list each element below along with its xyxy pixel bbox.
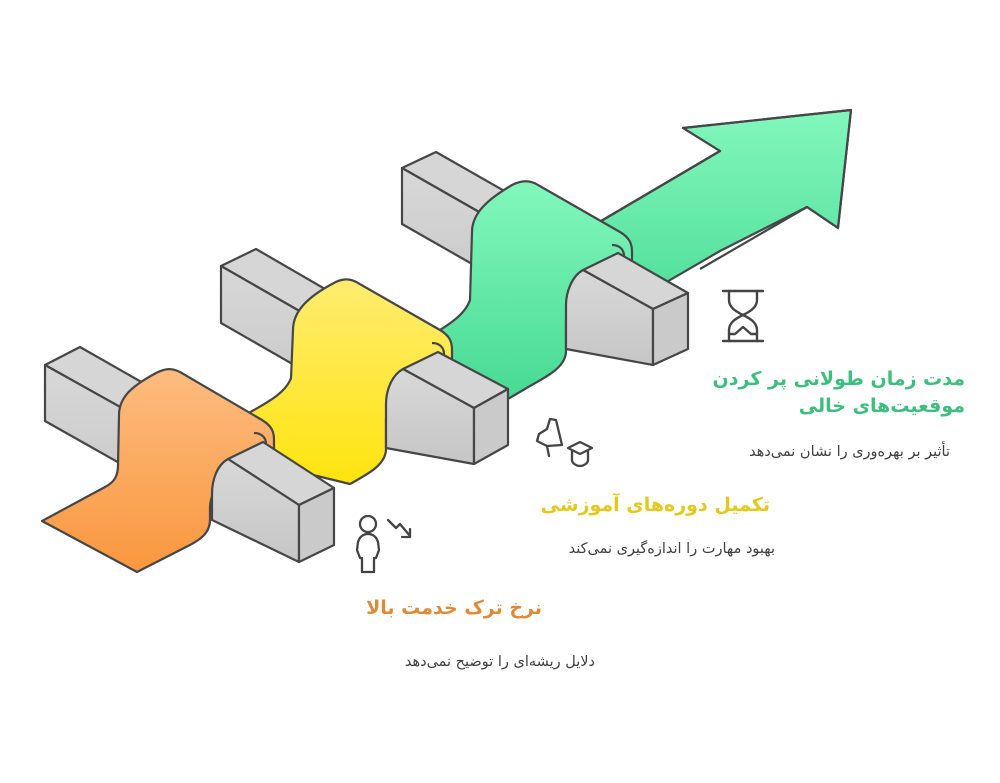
green-ribbon	[413, 180, 634, 408]
orange-step-title: نرخ ترک خدمت بالا	[366, 597, 542, 619]
beam-front-yellow	[384, 350, 510, 466]
green-step-title: مدت زمان طولانی پر کردن موقعیت‌های خالی	[713, 366, 965, 420]
person-declining-arrow-icon	[355, 514, 412, 574]
yellow-segment	[219, 247, 510, 486]
hourglass-icon	[721, 289, 765, 343]
green-segment	[400, 108, 853, 408]
orange-segment	[40, 345, 336, 574]
orange-ribbon	[40, 368, 276, 574]
green-step-description: تأثیر بر بهره‌وری را نشان نمی‌دهد	[749, 444, 950, 460]
yellow-step-description: بهبود مهارت را اندازه‌گیری نمی‌کند	[568, 541, 775, 557]
orange-step-description: دلایل ریشه‌ای را توضیح نمی‌دهد	[404, 654, 595, 670]
beam-front-orange	[210, 440, 336, 564]
graduation-cap-flag-icon	[535, 417, 594, 468]
beam-front-green	[564, 251, 690, 367]
green-step-title-line1: مدت زمان طولانی پر کردن	[712, 368, 965, 390]
green-step-title-line2: موقعیت‌های خالی	[798, 395, 965, 417]
yellow-step-title: تکمیل دوره‌های آموزشی	[540, 494, 770, 516]
